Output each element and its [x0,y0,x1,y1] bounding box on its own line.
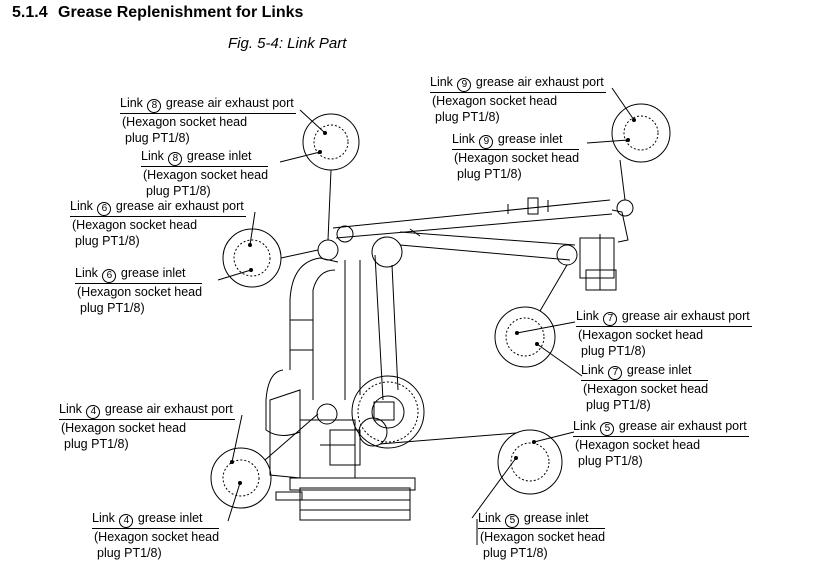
label-text: grease air exhaust port [618,419,747,433]
link-number-badge: 7 [603,312,618,326]
link-number-badge: 5 [600,422,615,436]
robot-lower-arm [289,254,399,401]
label-link8-inlet: Link 8 grease inlet (Hexagon socket head… [141,148,269,199]
link-number-badge: 9 [457,78,472,92]
label-prefix: Link [573,419,596,433]
label-text: grease inlet [137,511,203,525]
label-line3: plug PT1/8) [80,301,145,315]
label-line3: plug PT1/8) [97,546,162,560]
label-prefix: Link [70,199,93,213]
label-text: grease inlet [186,149,252,163]
label-line2: (Hexagon socket head [61,421,187,435]
label-link6-inlet: Link 6 grease inlet (Hexagon socket head… [75,265,203,316]
detail-circle-link8 [302,113,360,171]
label-line2: (Hexagon socket head [578,328,704,342]
label-link9-exhaust: Link 9 grease air exhaust port (Hexagon … [430,74,606,125]
label-link9-inlet: Link 9 grease inlet (Hexagon socket head… [452,131,580,182]
link5-joint-marker [358,417,388,447]
link-number-badge: 9 [479,135,494,149]
link-number-badge: 8 [168,152,183,166]
label-text: grease air exhaust port [104,402,233,416]
link9-joint-marker [616,199,634,217]
robot-turning-body [265,369,356,479]
label-line3: plug PT1/8) [483,546,548,560]
label-link5-exhaust: Link 5 grease air exhaust port (Hexagon … [573,418,749,469]
link-number-badge: 8 [147,99,162,113]
label-link4-inlet: Link 4 grease inlet (Hexagon socket head… [92,510,220,561]
link7-joint-marker [556,244,578,266]
label-text: grease inlet [497,132,563,146]
label-link7-inlet: Link 7 grease inlet (Hexagon socket head… [581,362,709,413]
detail-circle-link4 [210,447,272,509]
label-line3: plug PT1/8) [75,234,140,248]
section-title: Grease Replenishment for Links [58,4,304,21]
label-text: grease air exhaust port [621,309,750,323]
label-text: grease air exhaust port [115,199,244,213]
label-line3: plug PT1/8) [586,398,651,412]
link6-joint-marker [371,236,403,268]
label-line3: plug PT1/8) [578,454,643,468]
label-link6-exhaust: Link 6 grease air exhaust port (Hexagon … [70,198,246,249]
detail-circle-link5 [497,429,563,495]
label-line2: (Hexagon socket head [454,151,580,165]
figure-caption: Fig. 5-4: Link Part [228,35,347,52]
detail-circle-link9 [611,103,671,163]
label-link5-inlet: Link 5 grease inlet (Hexagon socket head… [478,510,606,561]
link-number-badge: 6 [97,202,112,216]
link4-joint-marker [316,403,338,425]
label-link4-exhaust: Link 4 grease air exhaust port (Hexagon … [59,401,235,452]
label-text: grease inlet [626,363,692,377]
label-line3: plug PT1/8) [435,110,500,124]
label-link7-exhaust: Link 7 grease air exhaust port (Hexagon … [576,308,752,359]
section-heading: 5.1.4 Grease Replenishment for Links [12,4,303,22]
label-prefix: Link [120,96,143,110]
label-text: grease air exhaust port [475,75,604,89]
label-text: grease air exhaust port [165,96,294,110]
label-line2: (Hexagon socket head [122,115,248,129]
connector-lines [264,159,626,461]
robot-upper-arm [332,197,613,261]
label-line3: plug PT1/8) [125,131,190,145]
label-line3: plug PT1/8) [457,167,522,181]
robot-shoulder-gear [320,375,425,466]
label-prefix: Link [452,132,475,146]
leader-lines [217,87,635,545]
label-text: grease inlet [523,511,589,525]
label-line2: (Hexagon socket head [480,530,606,544]
label-line3: plug PT1/8) [64,437,129,451]
label-line2: (Hexagon socket head [583,382,709,396]
label-line2: (Hexagon socket head [77,285,203,299]
label-prefix: Link [141,149,164,163]
label-prefix: Link [59,402,82,416]
label-prefix: Link [478,511,501,525]
label-line2: (Hexagon socket head [143,168,269,182]
link-number-badge: 7 [608,366,623,380]
link-number-badge: 4 [119,514,134,528]
link-number-badge: 5 [505,514,520,528]
label-prefix: Link [576,309,599,323]
robot-base [275,477,416,521]
label-prefix: Link [430,75,453,89]
link-number-badge: 4 [86,405,101,419]
detail-circle-link7 [494,306,556,368]
label-line2: (Hexagon socket head [72,218,198,232]
label-line2: (Hexagon socket head [94,530,220,544]
link8-joint-marker [317,239,339,261]
label-line3: plug PT1/8) [581,344,646,358]
label-prefix: Link [75,266,98,280]
link-number-badge: 6 [102,269,117,283]
label-line2: (Hexagon socket head [575,438,701,452]
label-link8-exhaust: Link 8 grease air exhaust port (Hexagon … [120,95,296,146]
label-text: grease inlet [120,266,186,280]
label-prefix: Link [581,363,604,377]
label-prefix: Link [92,511,115,525]
section-number: 5.1.4 [12,4,48,21]
robot-wrist [579,209,629,291]
label-line2: (Hexagon socket head [432,94,558,108]
label-line3: plug PT1/8) [146,184,211,198]
